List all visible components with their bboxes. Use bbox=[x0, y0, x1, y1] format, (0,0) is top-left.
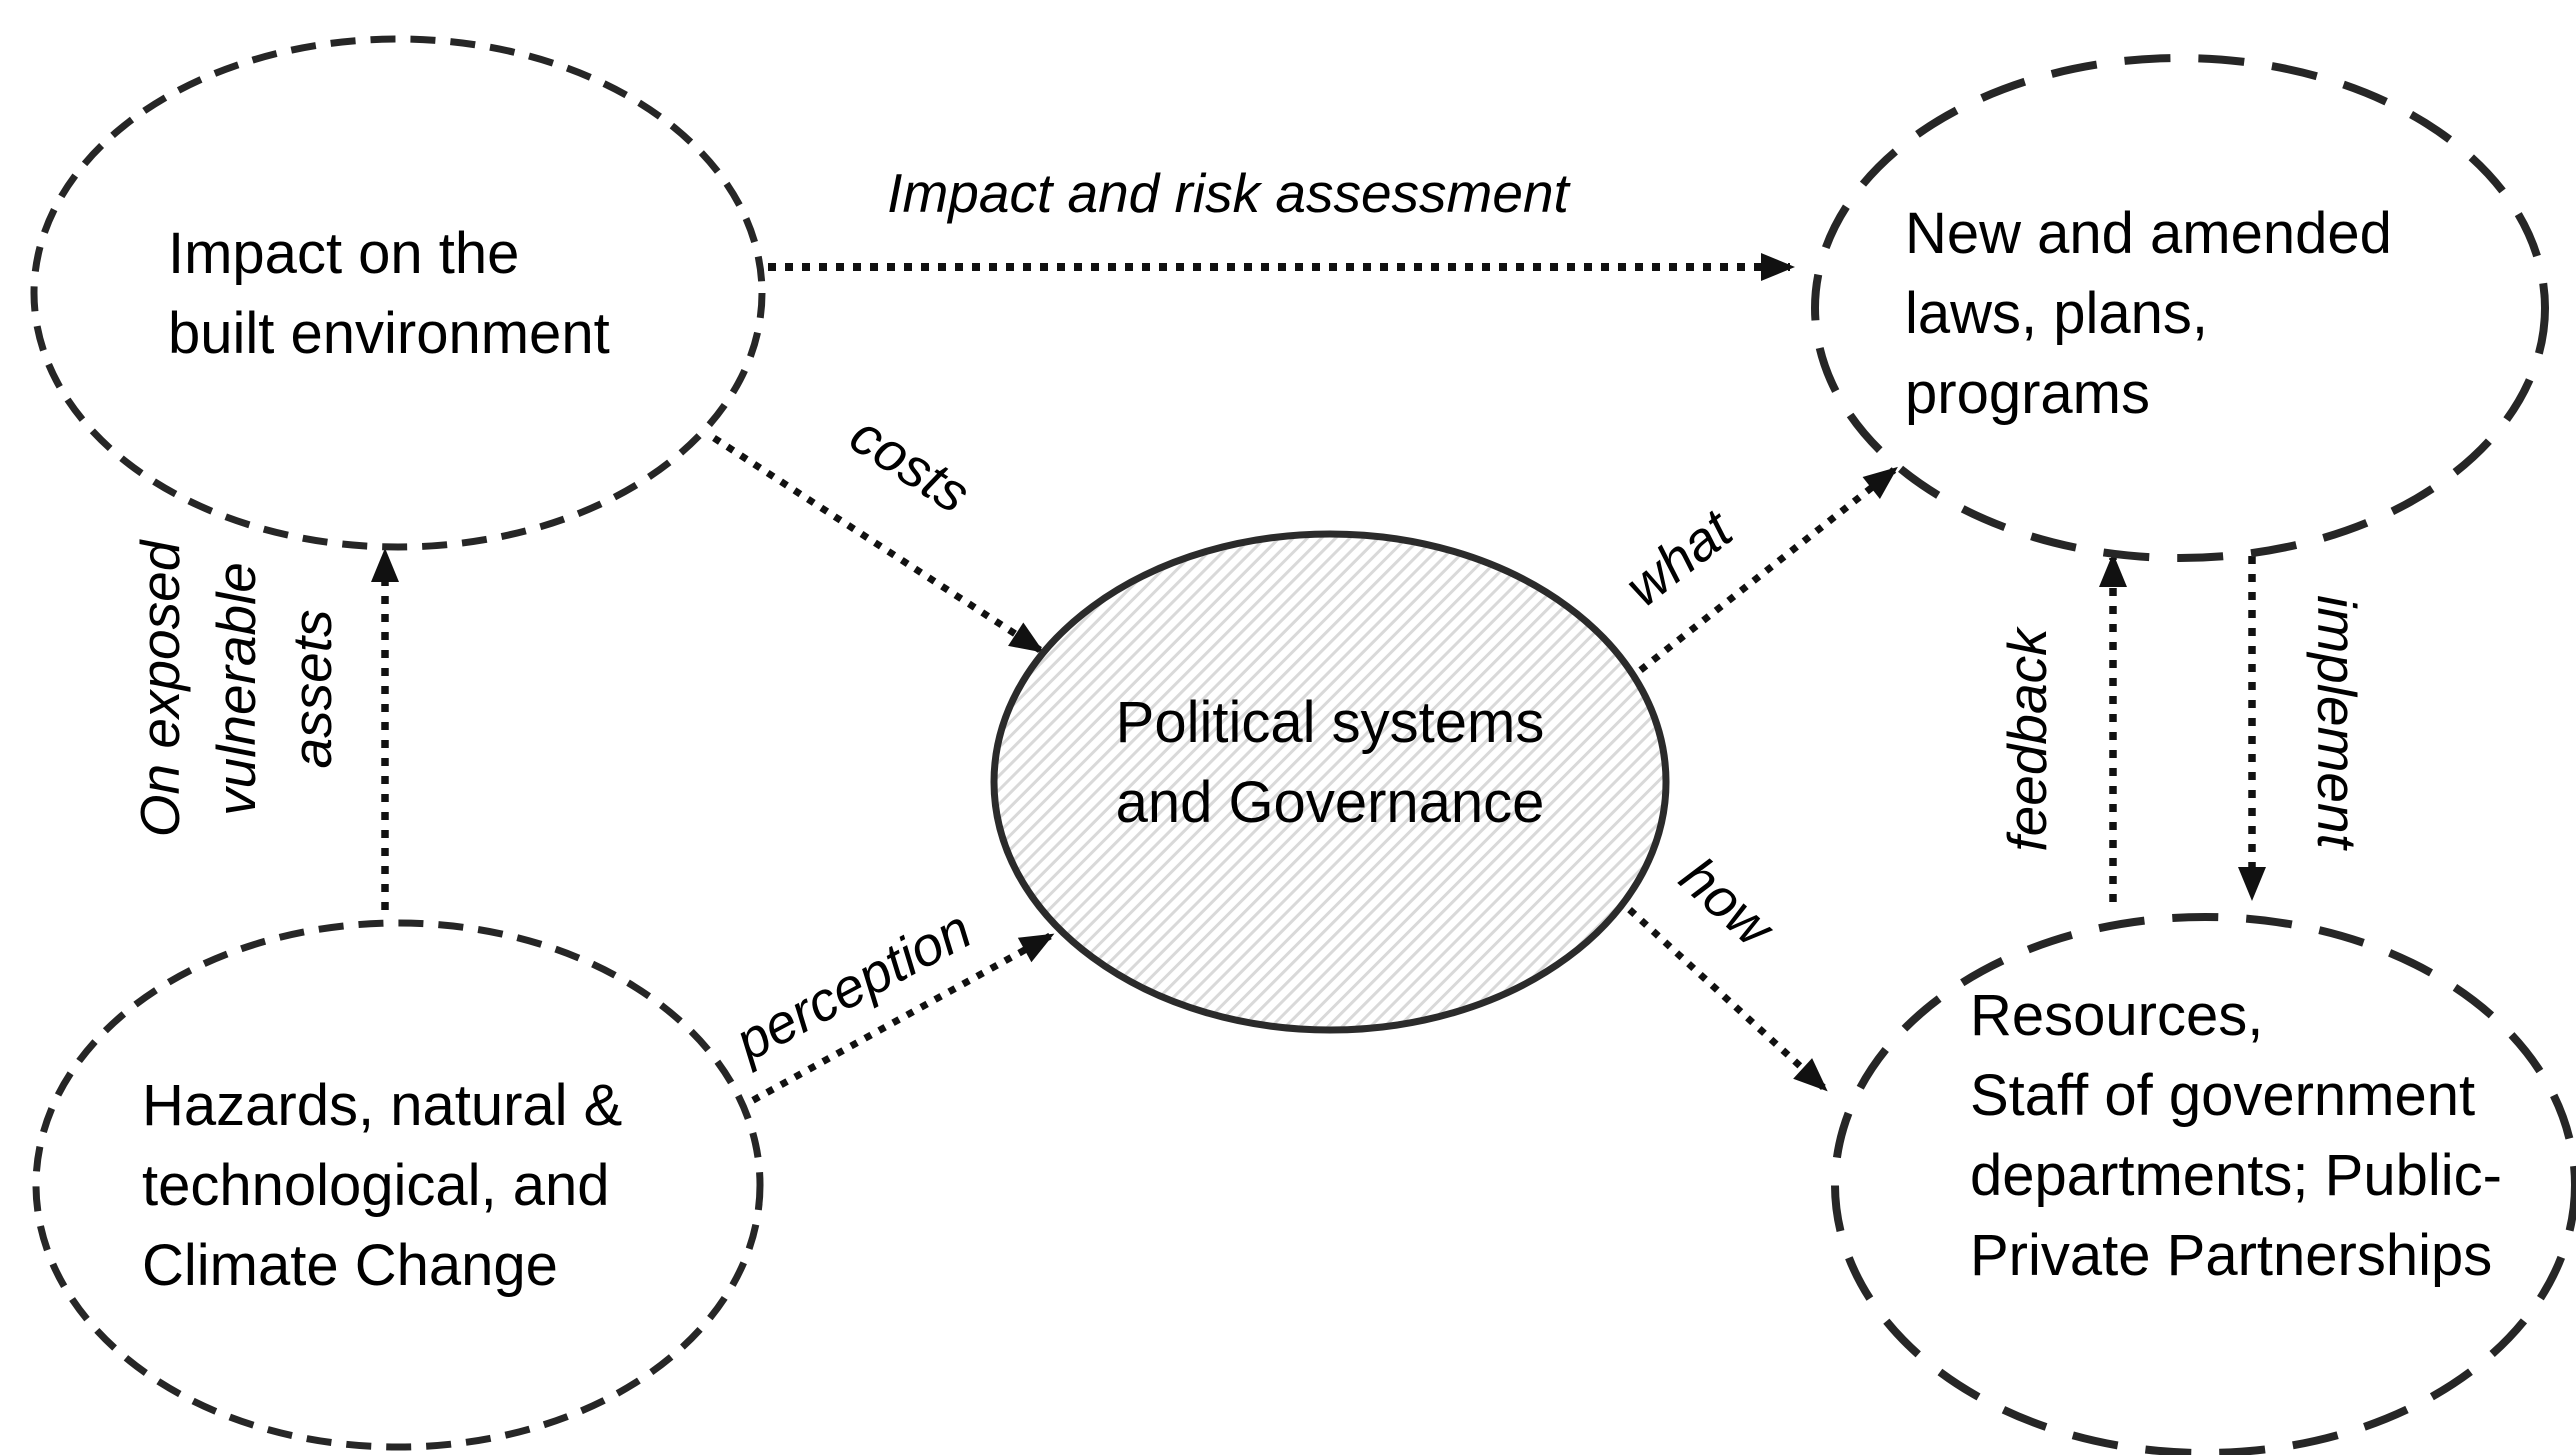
edge-impact-risk-assessment: Impact and risk assessment bbox=[768, 162, 1795, 281]
resources-line-2: Staff of government bbox=[1970, 1063, 2475, 1128]
laws-line-3: programs bbox=[1905, 361, 2150, 426]
implement-label: implement bbox=[2306, 595, 2368, 851]
edge-implement: implement bbox=[2238, 556, 2368, 901]
hazards-line-2: technological, and bbox=[142, 1153, 610, 1218]
resources-line-3: departments; Public- bbox=[1970, 1143, 2502, 1208]
costs-arrow bbox=[712, 435, 1045, 653]
edge-on-exposed-assets: On exposed vulnerable assets bbox=[129, 538, 399, 910]
how-label: how bbox=[1668, 845, 1787, 961]
what-label: what bbox=[1613, 496, 1745, 618]
edge-costs: costs bbox=[712, 403, 1045, 653]
resources-line-4: Private Partnerships bbox=[1970, 1223, 2492, 1288]
feedback-label: feedback bbox=[1996, 626, 2058, 852]
node-hazards-climate-change: Hazards, natural & technological, and Cl… bbox=[32, 919, 764, 1451]
resources-partnerships-ellipse bbox=[1831, 913, 2576, 1455]
laws-line-2: laws, plans, bbox=[1905, 281, 2208, 346]
political-line-1: Political systems bbox=[1116, 690, 1545, 755]
on-exposed-assets-label: On exposed vulnerable assets bbox=[129, 538, 343, 837]
impact-line-2: built environment bbox=[168, 301, 610, 366]
node-impact-built-environment: Impact on the built environment bbox=[30, 35, 766, 551]
hazards-line-3: Climate Change bbox=[142, 1233, 558, 1298]
node-resources-partnerships: Resources, Staff of government departmen… bbox=[1831, 913, 2576, 1455]
impact-risk-assessment-label: Impact and risk assessment bbox=[887, 162, 1571, 224]
laws-line-1: New and amended bbox=[1905, 201, 2392, 266]
costs-label: costs bbox=[840, 403, 981, 525]
perception-arrow bbox=[737, 932, 1055, 1112]
resources-line-1: Resources, bbox=[1970, 983, 2263, 1048]
impact-built-environment-ellipse bbox=[30, 35, 766, 551]
political-systems-ellipse bbox=[990, 530, 1670, 1034]
political-line-2: and Governance bbox=[1116, 770, 1545, 835]
edge-what: what bbox=[1613, 466, 1898, 683]
hazards-climate-change-ellipse bbox=[32, 919, 764, 1451]
edge-perception: perception bbox=[723, 898, 1055, 1112]
on-exposed-line-3: assets bbox=[281, 610, 343, 769]
on-exposed-line-2: vulnerable bbox=[205, 562, 267, 816]
node-new-amended-laws: New and amended laws, plans, programs bbox=[1811, 54, 2549, 562]
node-political-systems-governance: Political systems and Governance bbox=[990, 530, 1670, 1034]
impact-line-1: Impact on the bbox=[168, 221, 519, 286]
edge-feedback: feedback bbox=[1996, 553, 2127, 902]
hazards-line-1: Hazards, natural & bbox=[142, 1073, 622, 1138]
on-exposed-line-1: On exposed bbox=[129, 538, 191, 837]
how-arrow bbox=[1603, 885, 1828, 1092]
new-amended-laws-ellipse bbox=[1811, 54, 2549, 562]
